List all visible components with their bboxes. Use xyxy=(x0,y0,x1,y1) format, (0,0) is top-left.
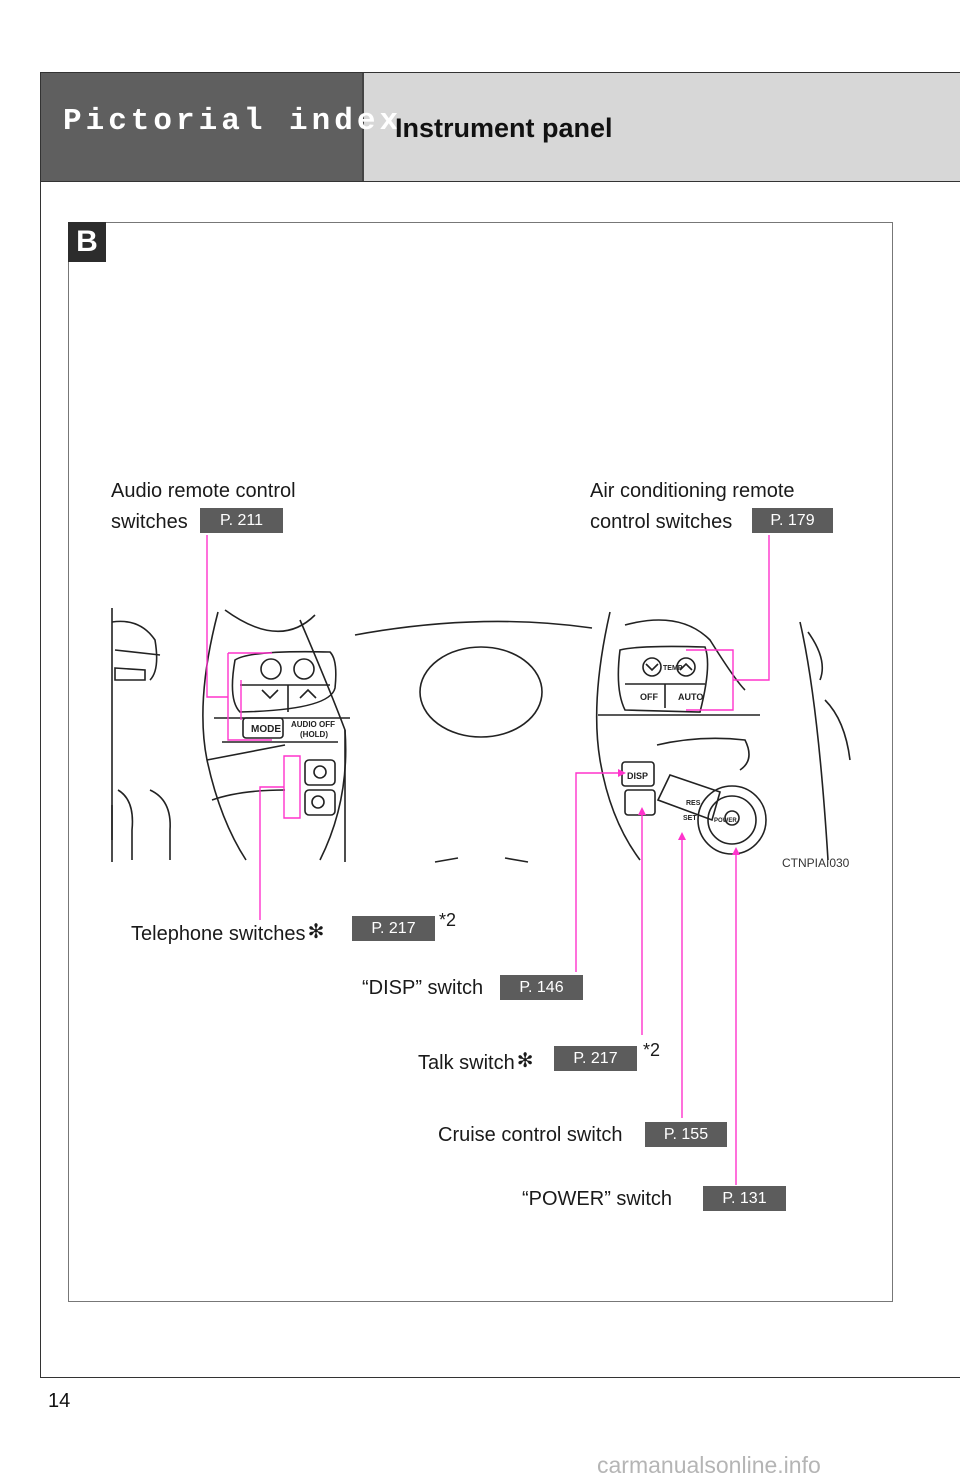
power-page-link[interactable]: P. 131 xyxy=(703,1186,786,1211)
image-code: CTNPIAI030 xyxy=(782,856,850,870)
page-title: Instrument panel xyxy=(395,113,613,143)
set-label: SET xyxy=(683,815,697,822)
disp-page-link[interactable]: P. 146 xyxy=(500,975,583,1000)
page-number: 14 xyxy=(48,1390,71,1412)
telephone-page-link[interactable]: P. 217 xyxy=(352,916,435,941)
talk-note: *2 xyxy=(643,1040,661,1060)
section-title: Pictorial index xyxy=(63,104,403,139)
audio-page-link[interactable]: P. 211 xyxy=(200,508,283,533)
aircon-callout-line2: control switches xyxy=(590,511,733,533)
mode-button-label: MODE xyxy=(251,724,281,735)
audio-callout-line1: Audio remote control xyxy=(111,480,296,502)
auto-label: AUTO xyxy=(678,692,703,702)
talk-page-link[interactable]: P. 217 xyxy=(554,1046,637,1071)
talk-callout: Talk switch✻ xyxy=(418,1048,539,1075)
audio-callout-line2: switches xyxy=(111,511,188,533)
off-label: OFF xyxy=(640,692,658,702)
aircon-callout-line1: Air conditioning remote xyxy=(590,480,795,502)
power-callout: “POWER” switch xyxy=(522,1188,672,1210)
header-section-tab xyxy=(41,73,362,181)
telephone-label: Telephone switches xyxy=(131,923,306,945)
disp-callout: “DISP” switch xyxy=(362,977,484,999)
res-label: RES xyxy=(686,800,701,807)
talk-label: Talk switch xyxy=(418,1052,515,1074)
temp-label: TEMP xyxy=(663,665,683,672)
header-panel-bar xyxy=(362,73,960,181)
cruise-callout: Cruise control switch xyxy=(438,1124,623,1146)
telephone-callout: Telephone switches✻ xyxy=(131,919,330,946)
telephone-note: *2 xyxy=(439,910,457,930)
hold-label: (HOLD) xyxy=(300,730,328,739)
watermark: carmanualsonline.info xyxy=(597,1452,821,1478)
page-frame xyxy=(40,72,960,1378)
asterisk-icon: ✻ xyxy=(516,1050,534,1072)
header-divider xyxy=(41,181,960,182)
disp-label: DISP xyxy=(627,771,648,781)
section-badge: B xyxy=(68,222,106,262)
cruise-page-link[interactable]: P. 155 xyxy=(645,1122,727,1147)
power-label: POWER xyxy=(714,818,737,824)
asterisk-icon: ✻ xyxy=(307,921,325,943)
audio-off-label: AUDIO OFF xyxy=(291,720,335,729)
aircon-page-link[interactable]: P. 179 xyxy=(752,508,833,533)
illustration-box xyxy=(68,222,893,1302)
